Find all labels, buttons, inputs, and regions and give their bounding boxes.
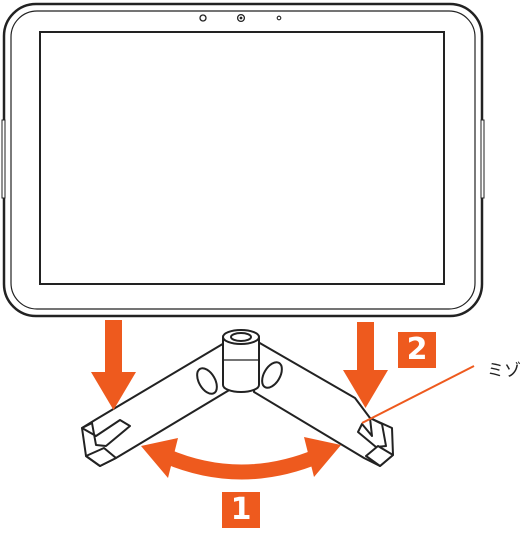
tablet-body-inner-edge	[10, 10, 476, 310]
stand-right-hole	[261, 361, 283, 389]
step-2-badge: 2	[398, 332, 436, 368]
right-side-key	[480, 119, 485, 199]
light-sensor-icon	[199, 14, 207, 22]
groove-callout-label: ミゾ	[487, 361, 521, 381]
stand-hinge	[222, 336, 260, 393]
left-side-key	[1, 119, 6, 199]
down-arrow-left	[91, 320, 136, 410]
stand	[81, 329, 394, 467]
stand-left-hole	[196, 367, 218, 395]
down-arrow-right	[343, 322, 388, 408]
camera-icon	[236, 13, 246, 23]
tablet-screen	[39, 31, 445, 285]
groove-leader-line	[361, 365, 475, 424]
step-1-badge: 1	[222, 492, 260, 528]
indicator-dot-icon	[276, 15, 282, 21]
tablet	[1, 2, 485, 318]
spread-arrow	[141, 437, 341, 480]
